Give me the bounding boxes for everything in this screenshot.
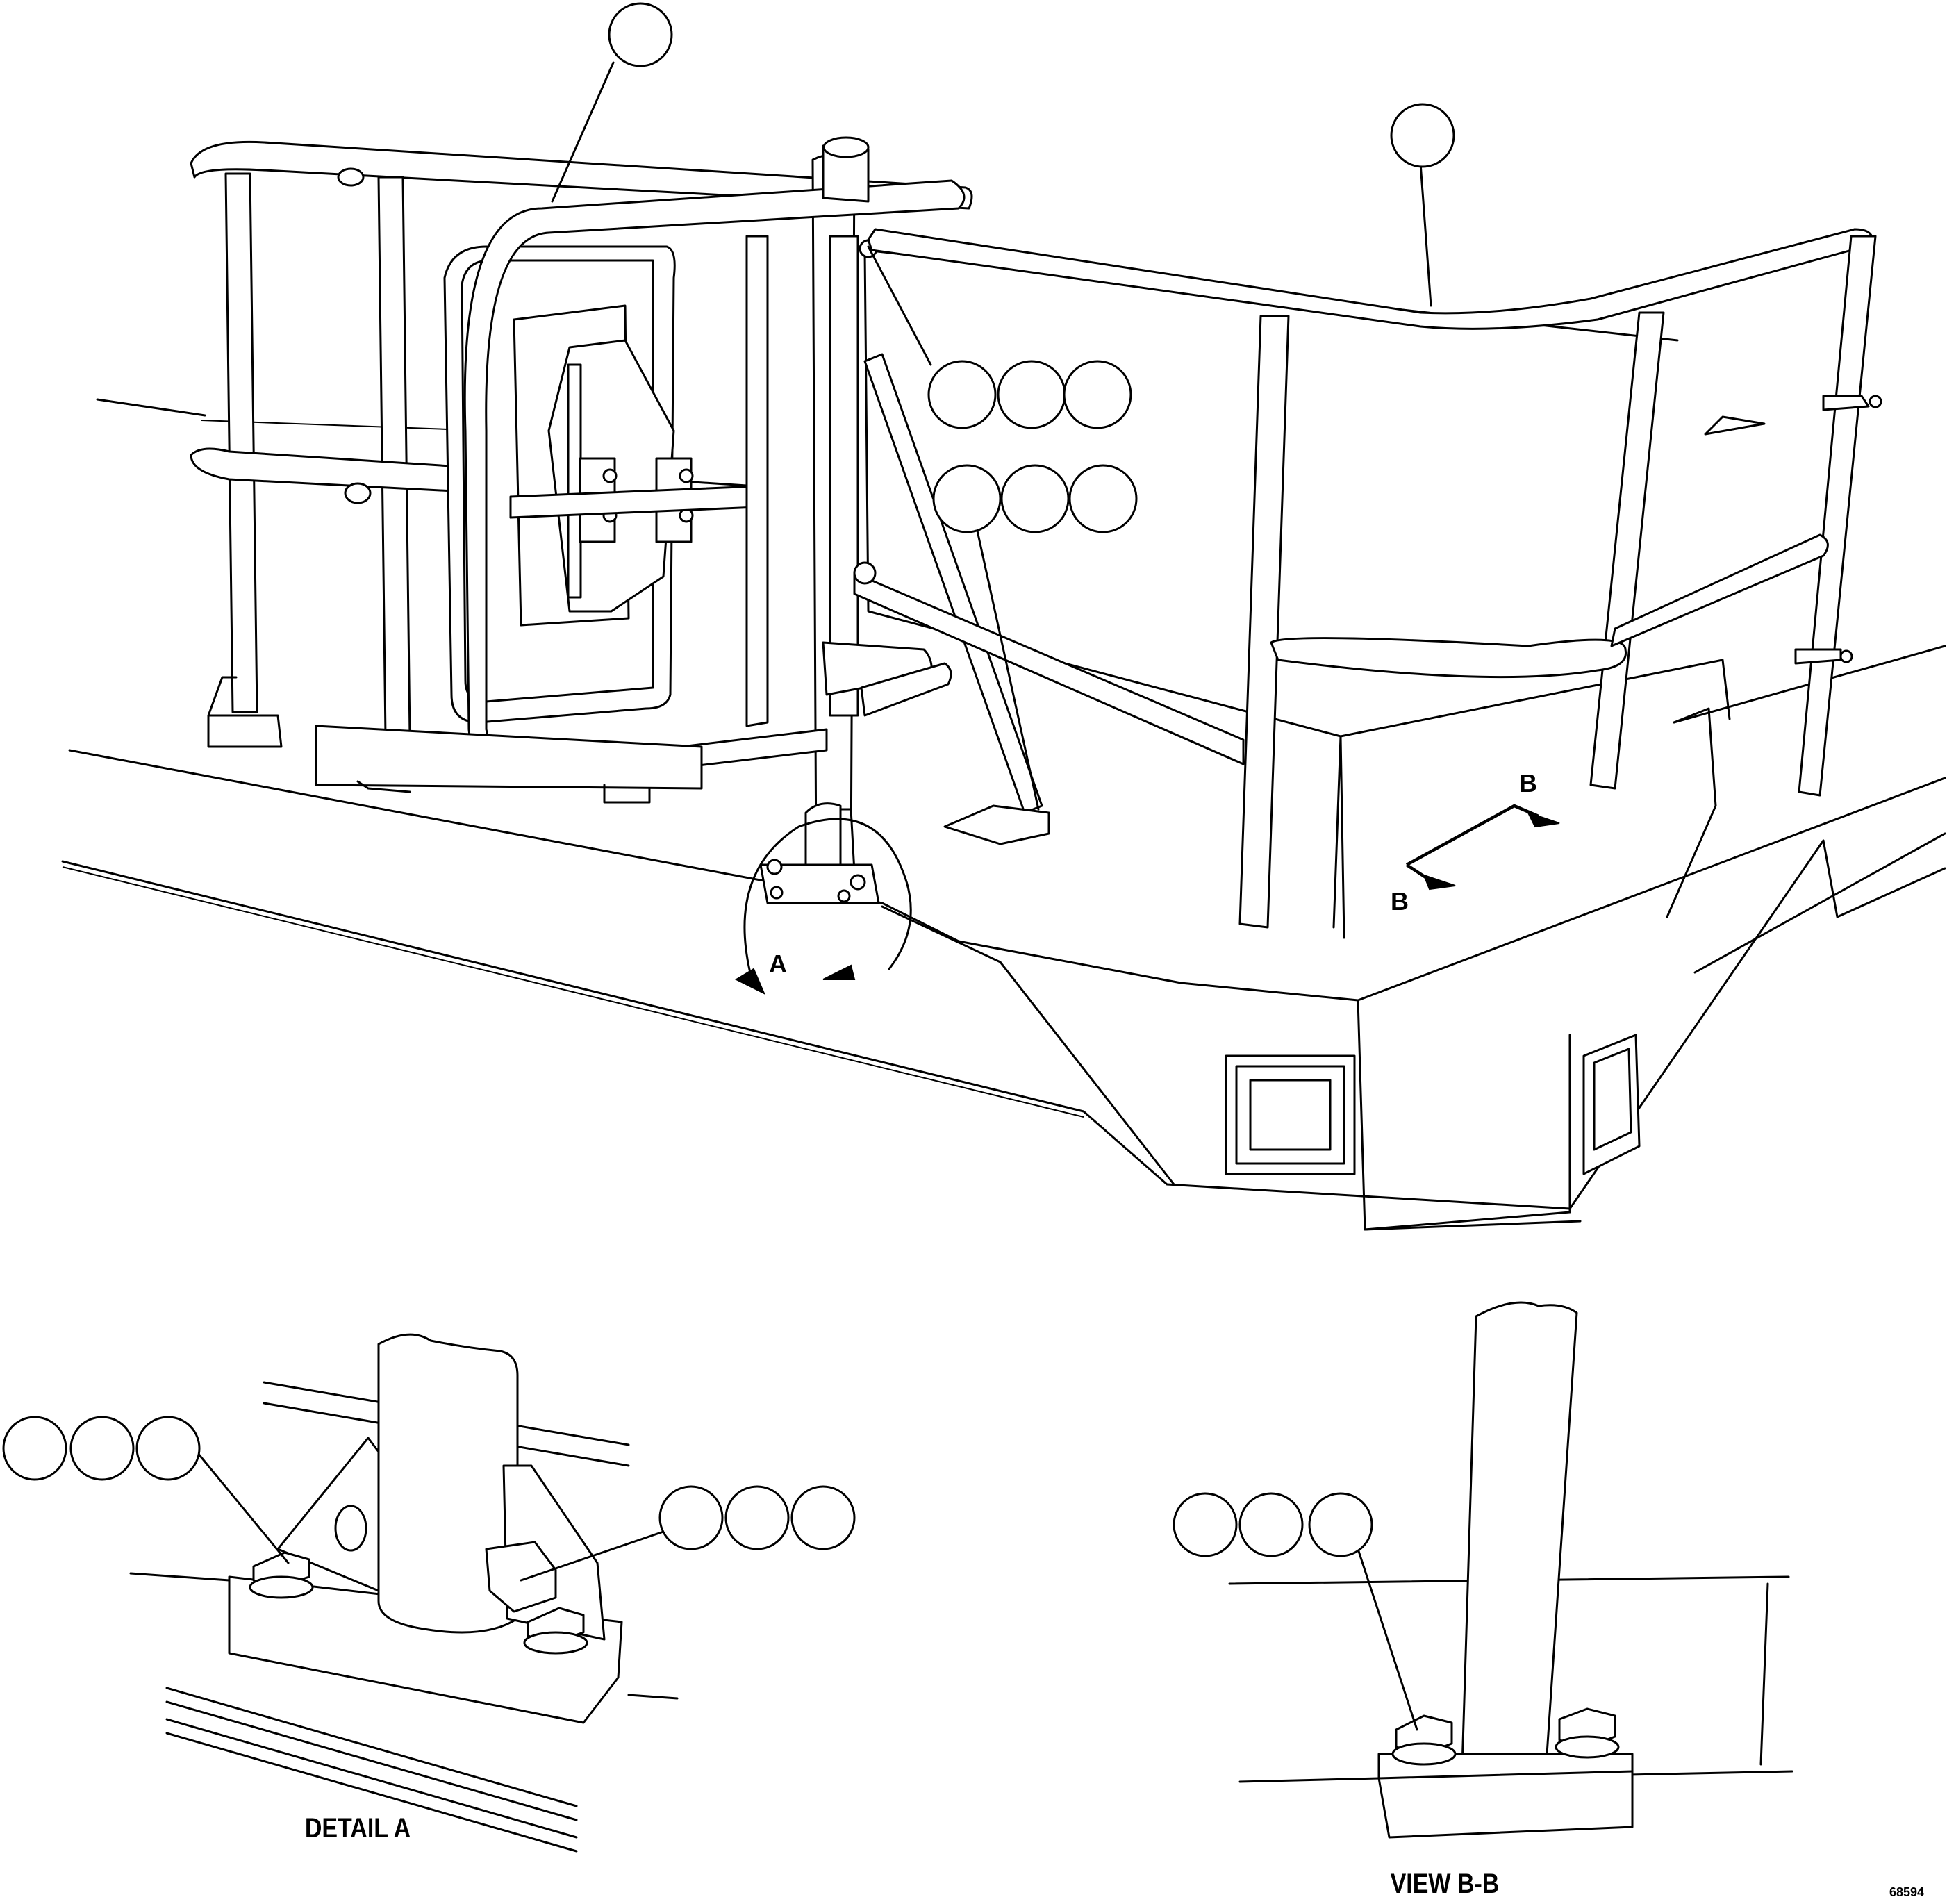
detail-a-view: DETAIL A <box>2 1333 856 1853</box>
callout-balloon <box>69 1416 135 1481</box>
leader-lines <box>551 61 1432 811</box>
callout-balloon <box>1000 464 1070 533</box>
section-b-marker-label-bottom: B <box>1391 887 1409 916</box>
callout-balloon <box>2 1416 67 1481</box>
callout-balloon <box>1068 464 1138 533</box>
callout-balloon <box>135 1416 201 1481</box>
callout-balloon <box>1308 1492 1373 1557</box>
callout-balloon <box>1390 103 1455 168</box>
left-handrail <box>190 140 973 873</box>
callout-balloon <box>724 1485 790 1550</box>
detail-a-caption: DETAIL A <box>305 1812 411 1843</box>
callout-balloon <box>1173 1492 1238 1557</box>
section-b-marker-label-top: B <box>1519 769 1537 797</box>
detail-a-marker: A <box>734 818 912 995</box>
callout-balloon <box>997 360 1066 429</box>
cab-window-frame <box>315 179 966 804</box>
section-b-cutting-line: B B <box>1391 769 1560 916</box>
callout-balloon <box>1063 360 1132 429</box>
view-bb-caption: VIEW B-B <box>1391 1867 1500 1898</box>
callout-balloon <box>608 2 673 67</box>
view-bb: VIEW B-B <box>1173 1301 1793 1899</box>
callout-balloon <box>658 1485 724 1550</box>
detail-a-post-base <box>759 802 880 904</box>
callout-balloon <box>1238 1492 1304 1557</box>
drawing-number: 68594 <box>1889 1885 1924 1899</box>
step-openings <box>1225 1034 1641 1175</box>
centre-brace <box>804 136 1245 873</box>
right-handrail <box>867 228 1882 929</box>
callout-balloon <box>932 464 1002 533</box>
main-isometric-view: A B B <box>61 2 1946 1231</box>
callout-balloons <box>608 2 1455 533</box>
detail-a-marker-label: A <box>769 950 787 978</box>
callout-balloon <box>927 360 997 429</box>
callout-balloon <box>790 1485 856 1550</box>
